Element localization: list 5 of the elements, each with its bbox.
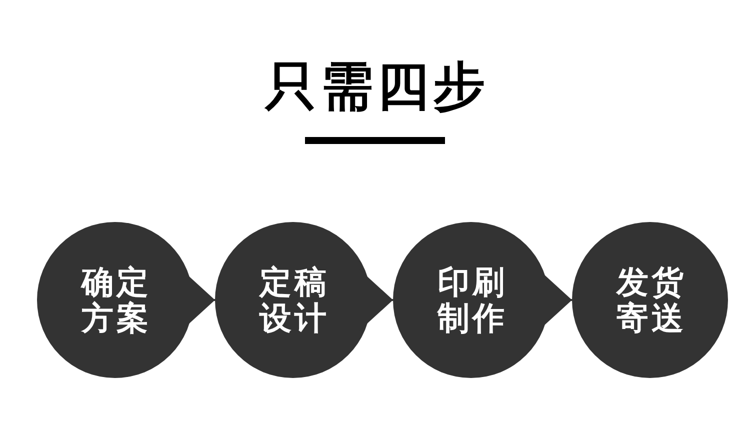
step-label: 确定方案 <box>80 264 152 336</box>
step-label: 印刷制作 <box>436 264 508 336</box>
step-label: 发货寄送 <box>615 264 688 336</box>
step-label: 定稿设计 <box>258 264 330 336</box>
title: 只需四步 <box>264 58 489 116</box>
